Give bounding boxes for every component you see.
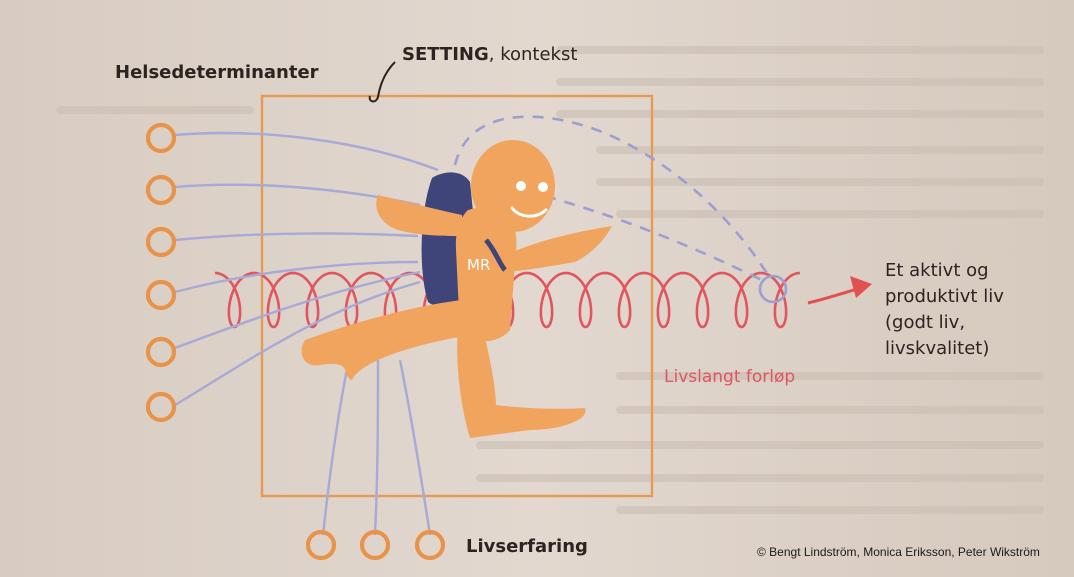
eye-icon (538, 182, 548, 192)
outcome-line-3: (godt liv, (885, 312, 965, 333)
outcome-line-2: produktivt liv (885, 286, 1004, 307)
determinants-label: Helsedeterminanter (115, 62, 319, 83)
setting-label-bold: SETTING (402, 44, 489, 65)
setting-label-rest: , kontekst (489, 44, 578, 65)
figure-label-mr: MR (467, 256, 490, 274)
life-experience-label: Livserfaring (466, 536, 588, 557)
setting-label: SETTING, kontekst (402, 44, 577, 65)
copyright-credit: © Bengt Lindström, Monica Eriksson, Pete… (757, 545, 1040, 559)
eye-icon (516, 181, 526, 191)
lifelong-course-label: Livslangt forløp (664, 367, 795, 387)
outcome-line-1: Et aktivt og (885, 260, 989, 281)
outcome-line-4: livskvalitet) (885, 338, 989, 359)
